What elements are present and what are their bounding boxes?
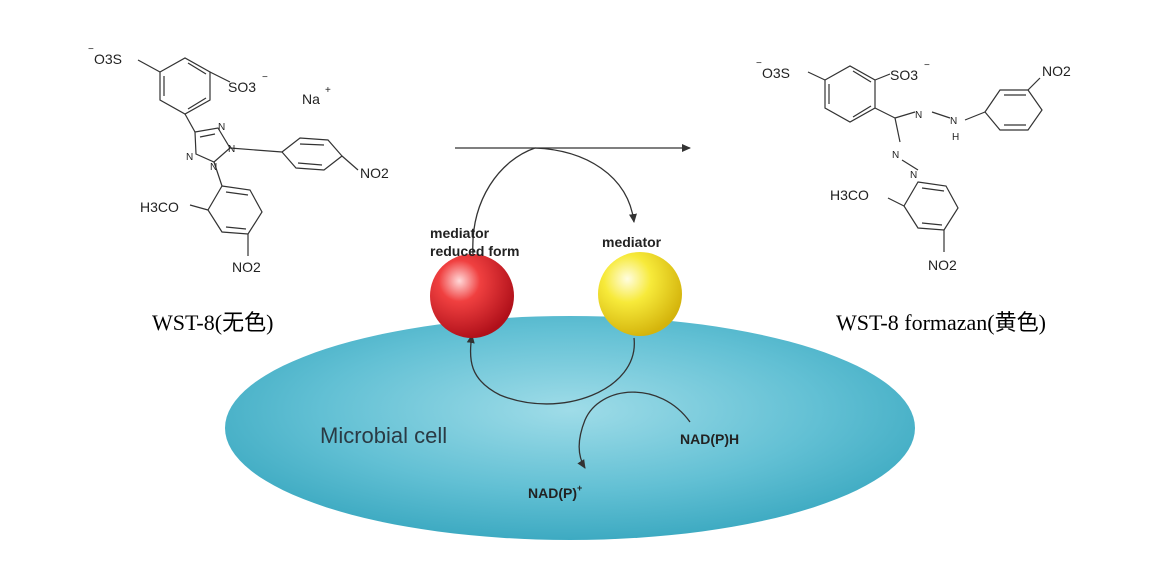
svg-text:N: N xyxy=(892,150,899,161)
formazan-structure: − O3S SO3 − NO2 N N H N N H3CO NO2 xyxy=(756,58,1071,273)
svg-text:N: N xyxy=(218,122,225,133)
svg-text:N: N xyxy=(228,144,235,155)
mediator-sphere xyxy=(598,252,682,336)
svg-text:NO2: NO2 xyxy=(232,259,261,275)
svg-text:H: H xyxy=(952,132,959,143)
svg-text:N: N xyxy=(910,170,917,181)
cell-label: Microbial cell xyxy=(320,423,447,448)
svg-text:NO2: NO2 xyxy=(928,257,957,273)
arc-inner-cycle xyxy=(466,334,635,405)
mediator-reduced-label-2: reduced form xyxy=(430,243,519,259)
wst8-caption: WST-8(无色) xyxy=(152,310,273,335)
formazan-caption: WST-8 formazan(黄色) xyxy=(836,310,1046,335)
svg-text:O3S: O3S xyxy=(762,65,790,81)
svg-text:H3CO: H3CO xyxy=(140,199,179,215)
arc-from-reduced xyxy=(472,147,536,256)
svg-text:N: N xyxy=(186,152,193,163)
svg-text:−: − xyxy=(262,72,268,83)
arc-nadph xyxy=(577,391,691,469)
svg-text:SO3: SO3 xyxy=(228,79,256,95)
svg-text:NO2: NO2 xyxy=(1042,63,1071,79)
mediator-label: mediator xyxy=(602,234,662,250)
nadph-label: NAD(P)H xyxy=(680,431,739,447)
svg-text:Na: Na xyxy=(302,91,320,107)
svg-text:N: N xyxy=(210,162,217,173)
svg-text:N: N xyxy=(915,110,922,121)
svg-text:−: − xyxy=(756,58,762,69)
svg-text:SO3: SO3 xyxy=(890,67,918,83)
svg-text:−: − xyxy=(924,60,930,71)
svg-text:H3CO: H3CO xyxy=(830,187,869,203)
wst8-structure: − O3S SO3 − Na + N N N N NO2 H3CO NO2 xyxy=(88,44,389,275)
svg-text:NO2: NO2 xyxy=(360,165,389,181)
nadp-label: NAD(P)+ xyxy=(528,483,582,501)
mediator-reduced-label-1: mediator xyxy=(430,225,490,241)
microbial-cell xyxy=(225,316,915,540)
svg-text:O3S: O3S xyxy=(94,51,122,67)
svg-text:−: − xyxy=(88,44,94,55)
arc-to-mediator xyxy=(534,147,637,223)
svg-text:N: N xyxy=(950,116,957,127)
mediator-reduced-sphere xyxy=(430,254,514,338)
svg-text:+: + xyxy=(325,85,331,96)
